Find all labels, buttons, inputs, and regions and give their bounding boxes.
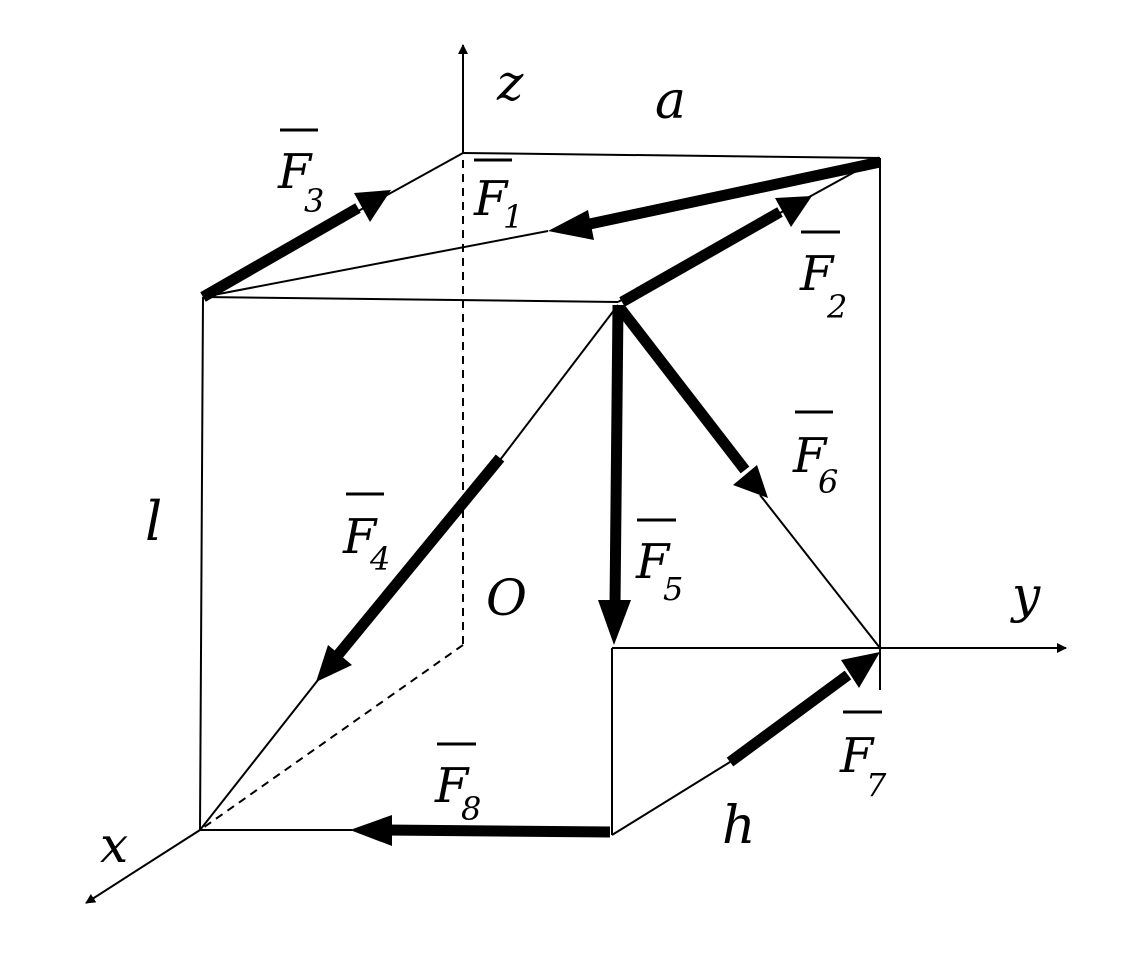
force-f8-arrowhead <box>350 815 392 846</box>
force-label-f1: F 1 <box>473 158 523 236</box>
force-label-f2: F 2 <box>799 230 847 326</box>
force-f2-letter: F <box>799 246 835 302</box>
force-f6-arrow <box>615 304 750 474</box>
force-f5-arrowhead <box>598 600 631 645</box>
force-f6-letter: F <box>792 428 828 484</box>
force-f2-index: 2 <box>826 288 847 326</box>
force-label-f5: F 5 <box>635 518 683 608</box>
force-f7-index: 7 <box>866 766 887 804</box>
edge-bottom-right <box>611 761 731 836</box>
force-label-f4: F 4 <box>342 492 390 578</box>
edge-top-front <box>202 296 619 303</box>
x-axis-label: x <box>100 816 128 874</box>
hidden-edge-x <box>199 644 464 831</box>
x-axis <box>85 829 201 904</box>
force-f7-arrowhead <box>841 652 880 688</box>
force-f4-arrowhead <box>316 645 352 682</box>
dimension-l-label: l <box>145 490 162 553</box>
force-f7-arrow <box>726 670 852 767</box>
force-f3-index: 3 <box>304 182 324 220</box>
hidden-edges <box>199 160 464 831</box>
force-f5-index: 5 <box>663 570 683 608</box>
z-axis-label: z <box>496 54 524 112</box>
force-f5-letter: F <box>635 534 671 590</box>
force-f6-index: 6 <box>818 463 838 501</box>
dimension-a-label: a <box>655 71 686 131</box>
force-f3-letter: F <box>277 144 313 200</box>
force-label-f8: F 8 <box>434 742 481 828</box>
force-f7-letter: F <box>839 728 875 784</box>
force-f3-arrow <box>200 203 361 302</box>
diagonal-top-face <box>202 230 549 298</box>
diagonal-front-face-upper <box>499 304 619 461</box>
force-f1-arrow <box>583 156 882 231</box>
force-f8-letter: F <box>434 758 470 814</box>
dimension-h-label: h <box>722 796 756 856</box>
force-f2-arrowhead <box>775 196 812 227</box>
force-label-f3: F 3 <box>277 128 324 220</box>
force-f1-letter: F <box>473 171 509 227</box>
y-axis-label: y <box>1010 566 1041 624</box>
force-vectors <box>200 156 882 846</box>
coordinate-axes <box>85 44 1067 904</box>
cube-edges <box>199 152 881 836</box>
force-f4-arrow <box>333 454 505 659</box>
force-f1-index: 1 <box>503 198 523 236</box>
force-label-f7: F 7 <box>839 710 887 804</box>
force-f2-arrow <box>619 207 783 307</box>
force-f4-letter: F <box>342 509 378 565</box>
force-label-f6: F 6 <box>792 410 838 501</box>
force-f6-arrowhead <box>733 465 768 498</box>
edge-front-left-vertical <box>199 296 204 831</box>
force-f8-index: 8 <box>461 790 481 828</box>
force-f5-arrow <box>609 304 624 606</box>
edge-top-back <box>462 152 881 159</box>
diagonal-front-face <box>199 679 319 831</box>
diagonal-right-face <box>759 494 881 649</box>
origin-label: O <box>486 569 527 627</box>
force-f1-arrowhead <box>548 210 594 240</box>
force-f8-arrow <box>384 824 611 838</box>
force-f3-arrowhead <box>354 190 391 222</box>
force-f4-index: 4 <box>369 540 390 578</box>
